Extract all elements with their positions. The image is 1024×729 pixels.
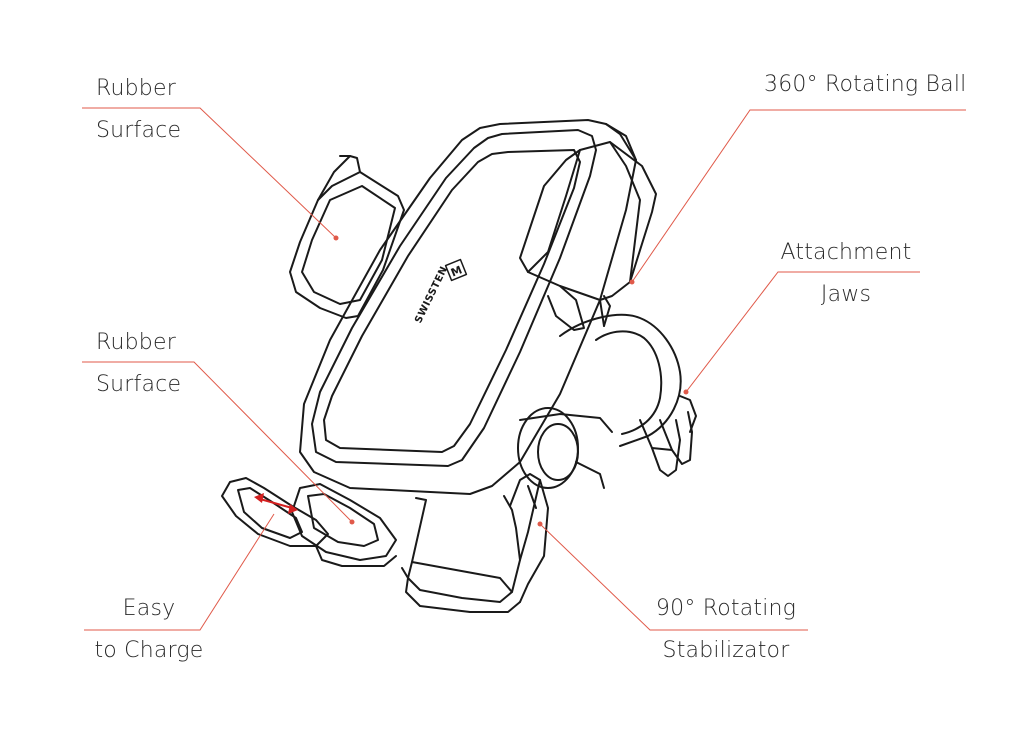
callout-charge: Easy to Charge xyxy=(84,588,214,672)
product-drawing xyxy=(221,119,697,613)
callout-rubber-bottom: Rubber Surface xyxy=(96,322,181,406)
leader-jaws xyxy=(685,271,920,393)
cradle-body xyxy=(299,119,637,495)
callout-line: 360° Rotating Ball xyxy=(764,72,967,97)
callout-stabilizator: 90° Rotating Stabilizator xyxy=(648,588,804,672)
callout-line: Rubber xyxy=(96,76,176,101)
leader-charge xyxy=(84,513,275,631)
leader-lines xyxy=(82,107,966,631)
callout-line: Stabilizator xyxy=(662,638,790,663)
logo-mark: M xyxy=(449,263,464,279)
callout-line: Surface xyxy=(96,372,182,397)
left-grip-arm xyxy=(289,155,405,319)
logo-text: SWISSTEN xyxy=(413,265,450,325)
double-arrow xyxy=(254,493,298,514)
callout-line: Surface xyxy=(96,118,182,143)
bottom-hooks xyxy=(221,477,397,567)
callout-rubber-top: Rubber Surface xyxy=(96,68,181,152)
right-grip-arm xyxy=(519,141,657,331)
stabilizator-bracket xyxy=(401,473,549,613)
attachment-jaws xyxy=(639,395,697,477)
callout-line: Rubber xyxy=(96,330,176,355)
leader-dots xyxy=(333,235,689,527)
leader-ball xyxy=(631,109,966,283)
callout-line: 90° Rotating xyxy=(655,596,797,621)
callout-line: Easy xyxy=(122,596,176,621)
callout-ball: 360° Rotating Ball xyxy=(764,64,966,106)
leader-stabilizator xyxy=(539,523,808,631)
callout-line: Attachment xyxy=(780,240,912,265)
ball-joint xyxy=(559,295,682,447)
callout-jaws: Attachment Jaws xyxy=(776,232,916,316)
leader-rubber-top xyxy=(82,107,337,239)
callout-line: to Charge xyxy=(94,638,204,663)
rotating-knob xyxy=(517,407,613,489)
callout-line: Jaws xyxy=(820,282,872,307)
leader-rubber-bottom xyxy=(82,361,353,523)
swissten-logo xyxy=(444,258,468,282)
